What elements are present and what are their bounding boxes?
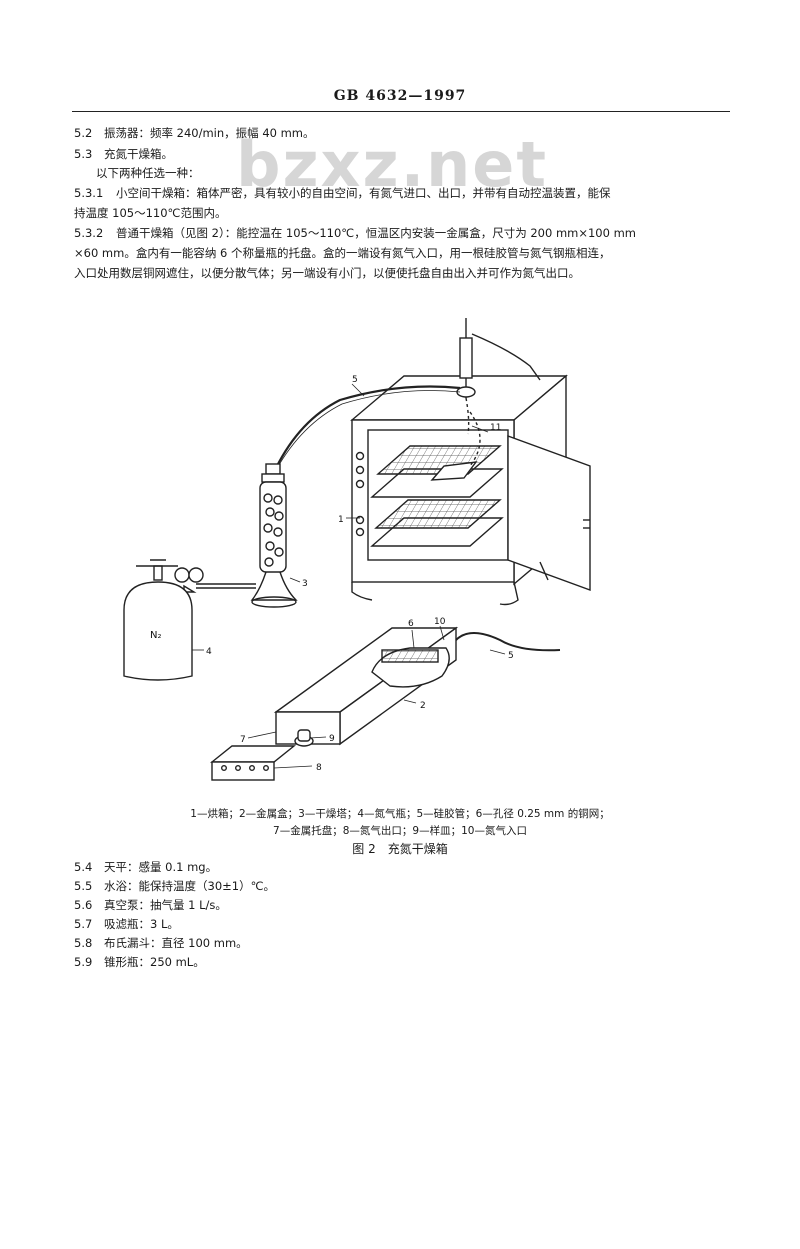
- section-number: 5.3: [74, 147, 93, 161]
- section-text: 以下两种任选一种：: [96, 166, 200, 180]
- list-item: 5.6 真空泵：抽气量 1 L/s。: [74, 896, 275, 915]
- section-5-3-2-cont1: ×60 mm。盒内有一能容纳 6 个称量瓶的托盘。盒的一端设有氮气入口，用一根硅…: [74, 244, 610, 262]
- item-text: 天平：感量 0.1 mg。: [104, 860, 218, 874]
- nitrogen-cylinder-drawing: [123, 559, 193, 681]
- list-item: 5.5 水浴：能保持温度（30±1）℃。: [74, 877, 275, 896]
- section-text: 振荡器：频率 240/min，振幅 40 mm。: [104, 126, 315, 140]
- item-text: 真空泵：抽气量 1 L/s。: [104, 898, 227, 912]
- section-5-2: 5.2 振荡器：频率 240/min，振幅 40 mm。: [74, 124, 315, 142]
- section-note: 以下两种任选一种：: [96, 164, 200, 182]
- section-text: 持温度 105～110℃范围内。: [74, 206, 227, 220]
- section-5-3-2: 5.3.2 普通干燥箱（见图 2）：能控温在 105～110℃，恒温区内安装一金属…: [74, 224, 636, 242]
- label-5-lower: 5: [508, 651, 514, 661]
- section-number: 5.3.2: [74, 226, 104, 240]
- section-number: 5.3.1: [74, 186, 104, 200]
- figure-2-drawing: 1 2 3 4 5 6 7 8 9 10 11 5 N₂: [0, 290, 800, 810]
- section-number: 5.2: [74, 126, 93, 140]
- figure-title: 图 2 充氮干燥箱: [352, 842, 448, 856]
- item-number: 5.5: [74, 879, 93, 893]
- label-9: 9: [329, 734, 335, 744]
- label-1: 1: [338, 515, 344, 525]
- label-8: 8: [316, 763, 322, 773]
- item-text: 吸滤瓶：3 L。: [104, 917, 179, 931]
- list-item: 5.4 天平：感量 0.1 mg。: [74, 858, 275, 877]
- label-6: 6: [408, 619, 414, 629]
- label-4: 4: [206, 647, 212, 657]
- section-text: 普通干燥箱（见图 2）：能控温在 105～110℃，恒温区内安装一金属盒，尺寸为…: [116, 226, 637, 240]
- item-text: 水浴：能保持温度（30±1）℃。: [104, 879, 275, 893]
- item-number: 5.9: [74, 955, 93, 969]
- cylinder-mark: N₂: [150, 630, 162, 641]
- label-3: 3: [302, 579, 308, 589]
- list-item: 5.8 布氏漏斗：直径 100 mm。: [74, 934, 275, 953]
- section-5-3-1-cont: 持温度 105～110℃范围内。: [74, 204, 226, 222]
- figure-caption-line-1: 1—烘箱；2—金属盒；3—干燥塔；4—氮气瓶；5—硅胶管；6—孔径 0.25 m…: [190, 808, 610, 820]
- metal-box-drawing: [210, 626, 561, 781]
- section-5-3: 5.3 充氮干燥箱。: [74, 145, 173, 163]
- item-number: 5.4: [74, 860, 93, 874]
- label-11: 11: [490, 423, 501, 433]
- section-text: ×60 mm。盒内有一能容纳 6 个称量瓶的托盘。盒的一端设有氮气入口，用一根硅…: [74, 246, 611, 260]
- label-2: 2: [420, 701, 426, 711]
- item-number: 5.8: [74, 936, 93, 950]
- section-text: 小空间干燥箱：箱体严密，具有较小的自由空间，有氮气进口、出口，并带有自动控温装置…: [116, 186, 611, 200]
- section-5-3-1: 5.3.1 小空间干燥箱：箱体严密，具有较小的自由空间，有氮气进口、出口，并带有自…: [74, 184, 611, 202]
- item-text: 布氏漏斗：直径 100 mm。: [104, 936, 248, 950]
- oven-drawing: [350, 374, 591, 606]
- section-text: 入口处用数层铜网遮住，以便分散气体；另一端设有小门，以便使托盘自由出入并可作为氮…: [74, 266, 580, 280]
- item-number: 5.6: [74, 898, 93, 912]
- header-rule: [72, 111, 730, 112]
- figure-caption-line-2: 7—金属托盘；8—氮气出口；9—样皿；10—氮气入口: [273, 825, 527, 837]
- drying-tower-drawing: [250, 463, 298, 608]
- standard-number-header: GB 4632—1997: [333, 88, 467, 104]
- item-number: 5.7: [74, 917, 93, 931]
- label-7: 7: [240, 735, 246, 745]
- section-text: 充氮干燥箱。: [104, 147, 173, 161]
- label-10: 10: [434, 617, 446, 627]
- list-item: 5.7 吸滤瓶：3 L。: [74, 915, 275, 934]
- equipment-list: 5.4 天平：感量 0.1 mg。 5.5 水浴：能保持温度（30±1）℃。 5.6…: [74, 858, 275, 972]
- label-5-top: 5: [352, 375, 358, 385]
- list-item: 5.9 锥形瓶：250 mL。: [74, 953, 275, 972]
- section-5-3-2-cont2: 入口处用数层铜网遮住，以便分散气体；另一端设有小门，以便使托盘自由出入并可作为氮…: [74, 264, 580, 282]
- watermark: bzxz.net: [236, 128, 548, 201]
- item-text: 锥形瓶：250 mL。: [104, 955, 205, 969]
